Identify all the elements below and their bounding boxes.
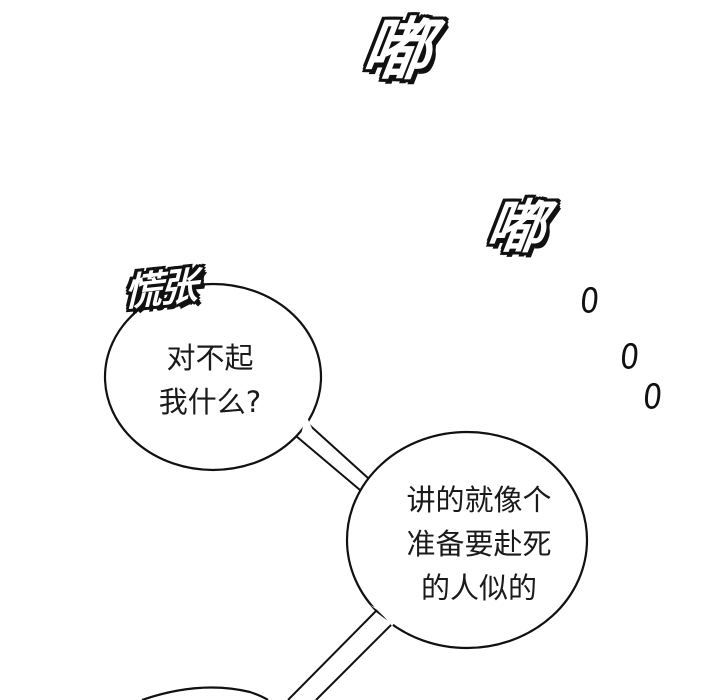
sfx-panic: 慌张 — [124, 263, 196, 315]
bubble-connector — [295, 420, 369, 492]
bubble-1-text: 对不起 我什么? — [140, 336, 280, 424]
bubble-2-line-3: 的人似的 — [420, 571, 537, 605]
bubble-2-line-2: 准备要赴死 — [406, 527, 552, 561]
sfx-du-top: 嘟 — [357, 11, 435, 90]
ring-sfx-2: 0 — [618, 337, 641, 378]
sfx-du-middle: 嘟 — [482, 193, 549, 261]
ring-sfx-3: 0 — [641, 377, 664, 418]
speech-bubble-2 — [345, 430, 589, 650]
speech-bubble-1 — [103, 282, 323, 472]
speech-bubble-3-partial — [141, 686, 269, 700]
bubble-1-line-2: 我什么? — [158, 385, 262, 419]
bubble-2-text: 讲的就像个 准备要赴死 的人似的 — [384, 478, 574, 610]
bubble-1-line-1: 对不起 — [166, 341, 254, 375]
ring-sfx-1: 0 — [578, 281, 601, 322]
bubble-2-line-1: 讲的就像个 — [406, 483, 552, 517]
bubble-connector-2 — [287, 610, 393, 700]
